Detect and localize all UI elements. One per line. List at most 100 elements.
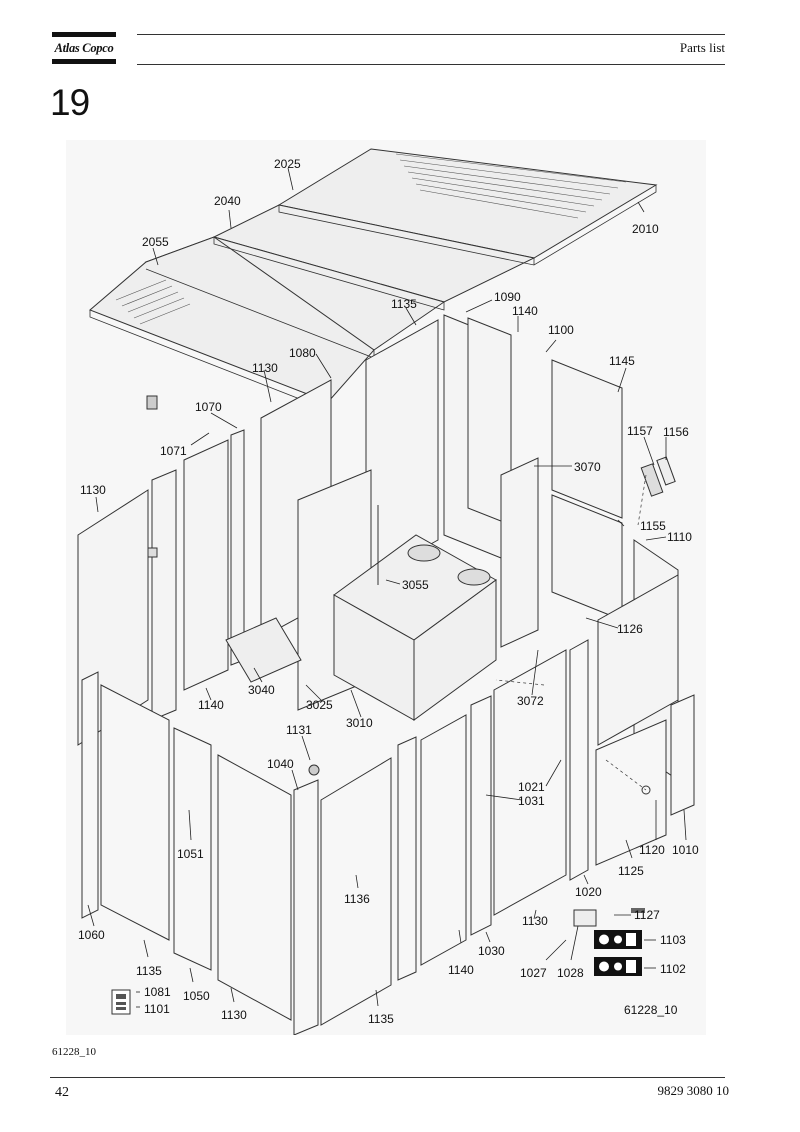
header-title: Parts list <box>679 40 725 55</box>
roof-vent-grid-small <box>115 279 191 325</box>
page-number: 42 <box>55 1085 69 1100</box>
part-label: 1103 <box>660 933 686 947</box>
part-1156 <box>656 456 676 486</box>
part-label: 1130 <box>80 483 106 497</box>
tray-3040 <box>225 617 302 683</box>
part-labels: 2025 2010 2040 2055 1135 1090 1140 1100 … <box>78 157 699 1026</box>
part-label: 1027 <box>520 966 547 980</box>
frame-upright-left <box>151 469 177 721</box>
part-label: 1130 <box>522 914 548 928</box>
part-label: 1126 <box>617 622 643 636</box>
part-label: 1021 <box>518 780 545 794</box>
part-label: 1102 <box>660 962 686 976</box>
frame-upright-1070 <box>230 429 245 666</box>
part-label: 1130 <box>252 361 278 375</box>
part-label: 1135 <box>368 1012 394 1026</box>
part-label: 1010 <box>672 843 699 857</box>
frame-1030 <box>397 736 417 981</box>
flange-left <box>407 544 441 562</box>
header-rule-top <box>137 34 725 35</box>
part-label: 2055 <box>142 235 169 249</box>
decal-1103 <box>594 930 642 949</box>
part-label: 1140 <box>198 698 224 712</box>
corner-post-1040 <box>293 779 319 1035</box>
panel-1130-front <box>217 754 292 1021</box>
part-label: 1030 <box>478 944 505 958</box>
part-label: 1120 <box>639 843 665 857</box>
part-label: 1135 <box>391 297 417 311</box>
part-label: 1101 <box>144 1002 170 1016</box>
part-label: 1050 <box>183 989 210 1003</box>
panel-1125 <box>595 719 667 866</box>
figure-caption: 61228_10 <box>52 1046 96 1058</box>
part-label: 3025 <box>306 698 333 712</box>
part-label: 1031 <box>518 794 545 808</box>
document-number: 9829 3080 10 <box>657 1083 730 1098</box>
panel-1135-left <box>100 684 170 941</box>
frame-1020 <box>569 639 589 881</box>
part-label: 1060 <box>78 928 105 942</box>
part-label: 1135 <box>136 964 162 978</box>
part-label: 1090 <box>494 290 521 304</box>
duct-3070 <box>500 457 539 648</box>
part-label: 1040 <box>267 757 294 771</box>
part-1127 <box>631 908 645 913</box>
panel-1130-right <box>493 649 567 916</box>
flange-right <box>457 568 491 586</box>
section-number: 19 <box>50 82 90 123</box>
decal-1081-1101 <box>111 989 131 1015</box>
part-label: 3055 <box>402 578 429 592</box>
exploded-view-drawing: 2025 2010 2040 2055 1135 1090 1140 1100 … <box>66 140 706 1035</box>
roof-vent-grid <box>395 153 627 219</box>
roof-panel-2055 <box>89 236 375 403</box>
logo-bar-top <box>52 32 116 37</box>
part-1028 <box>573 909 597 927</box>
part-label: 1131 <box>286 723 312 737</box>
panel-1140-left <box>183 439 229 691</box>
part-label: 3072 <box>517 694 544 708</box>
leader-lines <box>87 167 687 1008</box>
frame-1060 <box>81 671 99 919</box>
part-label: 1125 <box>618 864 644 878</box>
part-label: 1140 <box>448 963 474 977</box>
part-1157 <box>640 463 664 497</box>
door-panel-1145 <box>551 359 623 519</box>
part-label: 1140 <box>512 304 538 318</box>
panel-1140-front <box>420 714 467 966</box>
frame-1010 <box>670 694 695 816</box>
logo-bar-bottom <box>52 59 116 64</box>
part-label: 2040 <box>214 194 241 208</box>
part-1070 <box>146 395 158 410</box>
part-1120 <box>641 785 651 795</box>
part-label: 1070 <box>195 400 222 414</box>
part-1071 <box>147 547 158 558</box>
part-label: 1051 <box>177 847 204 861</box>
part-label: 2010 <box>632 222 659 236</box>
part-label: 1020 <box>575 885 602 899</box>
frame-upright-1031 <box>470 695 492 936</box>
part-label: 1145 <box>609 354 635 368</box>
part-label: 3070 <box>574 460 601 474</box>
frame-side-3010 <box>413 579 497 721</box>
part-label: 1071 <box>160 444 187 458</box>
part-label: 1028 <box>557 966 584 980</box>
part-label: 1156 <box>663 425 689 439</box>
part-label: 1100 <box>548 323 574 337</box>
side-panel-1126 <box>597 574 679 746</box>
footer-rule <box>50 1077 725 1078</box>
company-logo: Atlas Copco <box>52 32 116 64</box>
decal-1102 <box>594 957 642 976</box>
drawing-id: 61228_10 <box>624 1003 678 1017</box>
part-label: 2025 <box>274 157 301 171</box>
header-rule-bottom <box>137 64 725 65</box>
panel-1050 <box>173 727 212 971</box>
logo-text: Atlas Copco <box>54 41 114 55</box>
part-label: 1081 <box>144 985 171 999</box>
part-1131 <box>308 764 320 776</box>
part-label: 3010 <box>346 716 373 730</box>
part-label: 1130 <box>221 1008 247 1022</box>
part-label: 3040 <box>248 683 275 697</box>
panel-1136 <box>320 757 392 1026</box>
part-label: 1127 <box>634 908 660 922</box>
exploded-view-svg: 2025 2010 2040 2055 1135 1090 1140 1100 … <box>66 140 706 1035</box>
